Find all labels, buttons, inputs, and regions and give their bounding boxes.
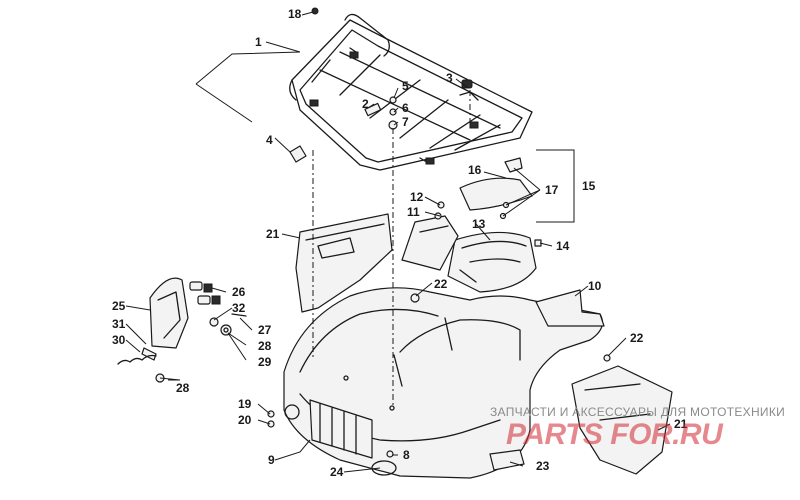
callout-12: 12 xyxy=(410,190,424,204)
callout-29: 29 xyxy=(258,355,272,369)
assembly-lines xyxy=(312,90,471,408)
callout-7: 7 xyxy=(402,115,409,129)
callout-15: 15 xyxy=(582,179,596,193)
callout-21-left: 21 xyxy=(266,227,280,241)
callout-22-right: 22 xyxy=(630,331,644,345)
callout-3: 3 xyxy=(446,71,453,85)
callout-28-bottom: 28 xyxy=(176,381,190,395)
callout-16: 16 xyxy=(468,163,482,177)
watermark-logo: PARTS FOR.RU xyxy=(506,418,723,451)
callout-22-center: 22 xyxy=(434,277,448,291)
side-panel-left xyxy=(295,213,393,313)
callout-11: 11 xyxy=(407,205,420,219)
callout-6: 6 xyxy=(402,101,409,115)
headlight-assembly xyxy=(117,277,247,383)
rack-hardware xyxy=(289,7,398,163)
callout-10: 10 xyxy=(588,279,602,293)
side-panel-right xyxy=(571,365,673,475)
callout-26: 26 xyxy=(232,285,246,299)
front-cover-panel xyxy=(401,215,459,271)
callout-19: 19 xyxy=(238,397,252,411)
callout-32: 32 xyxy=(232,301,246,315)
callout-24: 24 xyxy=(330,465,344,479)
storage-bin xyxy=(447,231,537,293)
callout-13: 13 xyxy=(472,217,486,231)
callout-5: 5 xyxy=(402,79,409,93)
front-grille xyxy=(309,399,373,459)
callout-8: 8 xyxy=(403,448,410,462)
callout-labels: 1 2 3 4 5 6 7 8 9 10 11 12 13 14 15 16 1… xyxy=(112,7,688,479)
callout-4: 4 xyxy=(266,133,273,147)
fasteners xyxy=(267,201,542,471)
callout-31: 31 xyxy=(112,317,126,331)
callout-21-right: 21 xyxy=(674,417,688,431)
callout-17: 17 xyxy=(545,183,559,197)
watermark-caption: ЗАПЧАСТИ И АКСЕССУАРЫ ДЛЯ МОТОТЕХНИКИ xyxy=(490,405,786,419)
callout-9: 9 xyxy=(268,453,275,467)
front-rack xyxy=(289,13,533,171)
callout-23: 23 xyxy=(536,459,550,473)
callout-27: 27 xyxy=(258,323,272,337)
callout-20: 20 xyxy=(238,413,252,427)
callout-30: 30 xyxy=(112,333,126,347)
callout-1: 1 xyxy=(255,35,262,49)
leader-lines xyxy=(125,11,671,473)
callout-25: 25 xyxy=(112,299,126,313)
callout-18: 18 xyxy=(288,7,302,21)
callout-28-right: 28 xyxy=(258,339,272,353)
callout-14: 14 xyxy=(556,239,570,253)
callout-2: 2 xyxy=(362,97,369,111)
trim-panel xyxy=(535,289,611,362)
